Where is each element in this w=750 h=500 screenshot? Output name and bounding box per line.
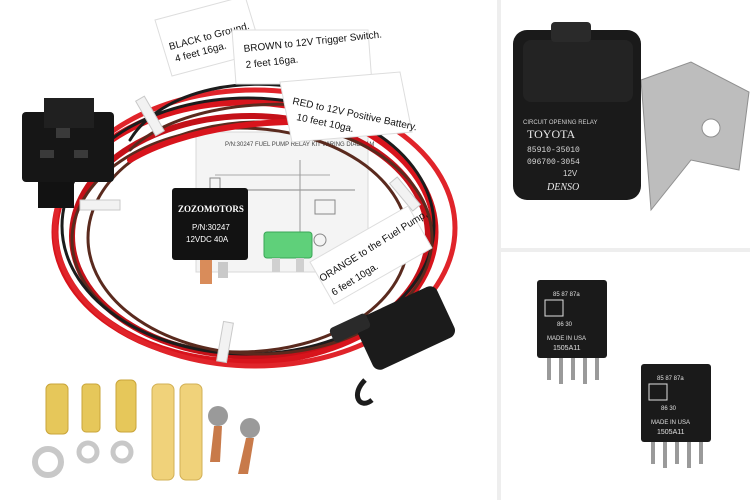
- butt-connector: [151, 383, 175, 481]
- relay-voltage: 12V: [563, 169, 578, 178]
- small-relay: 85 87 87a 86 30 MADE IN USA 1505A11: [641, 364, 711, 468]
- tag-red: RED to 12V Positive Battery. 10 feet 10g…: [279, 71, 418, 143]
- horizontal-divider: [501, 248, 750, 252]
- small-relay-pins-bottom: 86 30: [661, 406, 677, 412]
- relay-rating: 12VDC 40A: [186, 235, 229, 244]
- small-relay-made: MADE IN USA: [651, 420, 690, 426]
- zip-ties: [79, 95, 422, 364]
- blade-fuse: [263, 231, 313, 272]
- small-relay: 85 87 87a 86 30 MADE IN USA 1505A11: [537, 280, 607, 384]
- ring-terminal: [32, 383, 69, 478]
- small-relay-made: MADE IN USA: [547, 336, 586, 342]
- relay-label-top: CIRCUIT OPENING RELAY: [523, 120, 597, 126]
- small-relay-pins: 85 87 87a: [657, 376, 684, 382]
- small-relay-pins-bottom: 86 30: [557, 322, 573, 328]
- relay-kit-illustration: P/N:30247 FUEL PUMP RELAY KIT WIRING DIA…: [22, 0, 458, 481]
- relay-socket: [22, 98, 114, 208]
- diagram-title: P/N:30247 FUEL PUMP RELAY KIT WIRING DIA…: [225, 142, 374, 148]
- toyota-relay-photo: CIRCUIT OPENING RELAY TOYOTA 85910-35010…: [501, 0, 750, 248]
- small-relays-photo: 85 87 87a 86 30 MADE IN USA 1505A11 85 8…: [501, 252, 750, 500]
- small-relay-pins: 85 87 87a: [553, 292, 580, 298]
- ring-terminal: [110, 379, 137, 464]
- butt-connector: [179, 383, 203, 481]
- relay-brand: ZOZOMOTORS: [178, 204, 244, 214]
- relay-part-2: 096700-3054: [527, 158, 580, 167]
- crimp-terminals: [32, 379, 260, 481]
- relay-part-1: 85910-35010: [527, 146, 580, 155]
- tag-brown-line2: 2 feet 16ga.: [245, 55, 299, 71]
- ground-screw: [208, 406, 228, 462]
- relay-kit-photo: P/N:30247 FUEL PUMP RELAY KIT WIRING DIA…: [22, 0, 458, 481]
- metal-bracket: [640, 61, 750, 212]
- relay-maker: DENSO: [546, 182, 579, 193]
- wire-harness: [51, 82, 458, 369]
- small-relay-code: 1505A11: [553, 345, 581, 352]
- ring-terminal: [76, 383, 101, 464]
- relay-body: CIRCUIT OPENING RELAY TOYOTA 85910-35010…: [513, 22, 641, 200]
- fuel-pump-relay: ZOZOMOTORS P/N:30247 12VDC 40A: [172, 188, 248, 284]
- small-relays-illustration: 85 87 87a 86 30 MADE IN USA 1505A11 85 8…: [537, 280, 711, 468]
- vertical-divider: [497, 0, 501, 500]
- small-relay-code: 1505A11: [657, 429, 685, 436]
- tag-brown: BROWN to 12V Trigger Switch. 2 feet 16ga…: [231, 29, 382, 85]
- toyota-relay-illustration: CIRCUIT OPENING RELAY TOYOTA 85910-35010…: [513, 22, 750, 212]
- relay-brand: TOYOTA: [527, 127, 575, 141]
- ground-screw: [238, 418, 260, 474]
- inline-fuse-holder: [329, 286, 455, 406]
- relay-part: P/N:30247: [192, 223, 230, 232]
